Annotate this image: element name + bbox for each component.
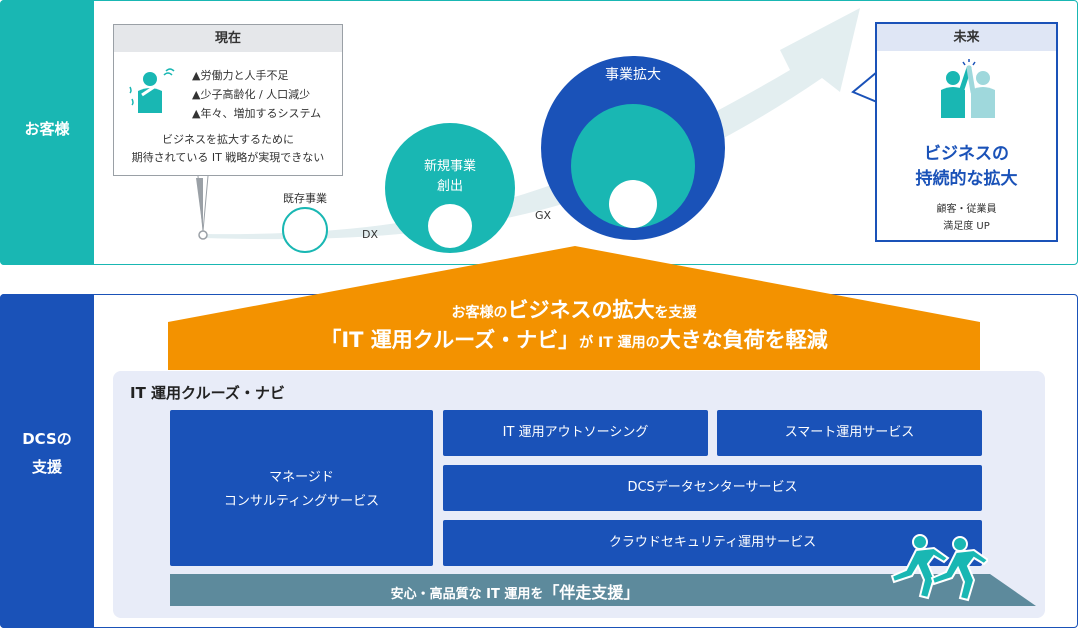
customer-side-label: お客様 [24,120,70,138]
future-state-title: 未来 [877,24,1056,51]
worried-person-icon [129,68,175,113]
smart-operation-service: スマート運用サービス [717,410,982,456]
customer-side-bar [0,0,94,265]
managed-consulting-label-2: コンサルティングサービス [223,494,380,509]
dcs-side-label-1: DCSの [22,430,72,448]
growth-arrow-icon [196,8,880,253]
future-headline-1: ビジネスの [924,144,1009,164]
roof-l1-c: を支援 [654,305,697,321]
new-business-label-2: 創出 [436,179,463,194]
roof-l1-b: ビジネスの拡大 [507,298,655,322]
managed-consulting-label-1: マネージド [269,470,334,485]
current-desc-line2: 期待されている IT 戦略が実現できない [131,151,325,164]
running-people-icon [890,534,988,602]
support-base-ramp [170,574,1036,606]
new-business-circle [385,123,515,253]
future-sub-2: 満足度 UP [943,221,990,232]
existing-business-circle [282,207,328,253]
roof-l2-a: 「IT 運用クルーズ・ナビ」 [320,328,580,352]
roof-headline-1: お客様のビジネスの拡大を支援 [168,294,980,324]
roof-l2-c: 大きな負荷を軽減 [659,328,828,352]
cruise-navi-title: IT 運用クルーズ・ナビ [130,384,285,402]
support-base-text: 安心・高品質な IT 運用を「伴走支援」 [170,579,860,603]
current-desc-line1: ビジネスを拡大するために [162,133,294,146]
expansion-label: 事業拡大 [605,67,661,83]
roof-l2-b: が IT 運用の [579,335,660,351]
current-state-box: 現在 ▲労働力と人手不足 ▲少子高齢化 / 人口減少 ▲年々、増加するシステム … [113,24,343,176]
managed-consulting-service: マネージド コンサルティングサービス [170,410,433,566]
current-state-title: 現在 [114,25,342,52]
new-business-label-1: 新規事業 [423,159,476,174]
roof-l1-a: お客様の [451,305,508,321]
future-state-box: 未来 ビジネスの 持続的な拡大 顧客・従業員 満足度 UP [875,22,1058,242]
dx-label: DX [361,228,378,241]
gx-label: GX [534,209,552,222]
support-roof [168,246,980,370]
current-issue-3: ▲年々、増加するシステム [192,107,322,120]
it-outsourcing-service: IT 運用アウトソーシング [443,410,708,456]
current-issue-1: ▲労働力と人手不足 [192,69,289,82]
dcs-side-label-2: 支援 [31,458,62,476]
roof-headline-2: 「IT 運用クルーズ・ナビ」が IT 運用の大きな負荷を軽減 [168,324,980,354]
cloud-security-service: クラウドセキュリティ運用サービス [443,520,982,566]
future-sub-1: 顧客・従業員 [936,204,997,215]
base-text-emphasis: 「伴走支援」 [543,583,640,602]
base-text-main: 安心・高品質な IT 運用を [390,587,544,602]
high-five-icon [941,59,995,118]
dcs-side-bar [0,294,94,628]
current-issue-2: ▲少子高齢化 / 人口減少 [192,88,311,101]
future-headline-2: 持続的な拡大 [915,169,1018,189]
existing-business-label: 既存事業 [283,192,327,205]
datacenter-service: DCSデータセンターサービス [443,465,982,511]
